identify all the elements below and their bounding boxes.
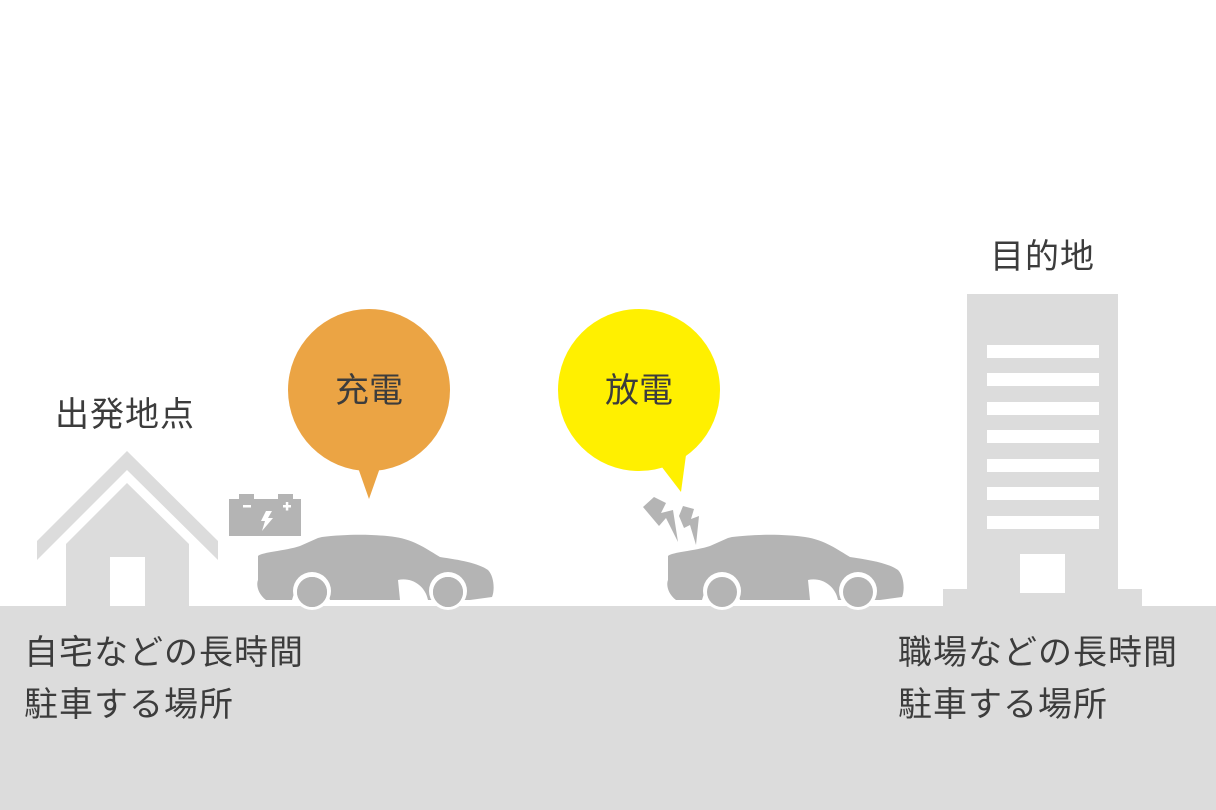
charge-label: 充電 bbox=[335, 371, 403, 411]
charge-bubble bbox=[288, 309, 450, 499]
lightning-icon bbox=[643, 497, 699, 545]
car-icon bbox=[257, 534, 494, 610]
building-door bbox=[1020, 554, 1065, 593]
origin-title: 出発地点 bbox=[55, 395, 195, 435]
destination-caption: 職場などの長時間 駐車する場所 bbox=[898, 627, 1178, 731]
discharge-label: 放電 bbox=[605, 371, 673, 411]
house-icon bbox=[37, 451, 218, 606]
destination-title: 目的地 bbox=[990, 237, 1095, 277]
origin-caption: 自宅などの長時間 駐車する場所 bbox=[24, 627, 304, 731]
origin-caption-line-1: 自宅などの長時間 bbox=[24, 633, 304, 673]
car-icon bbox=[667, 534, 904, 610]
destination-caption-line-1: 職場などの長時間 bbox=[898, 633, 1178, 673]
building-windows bbox=[987, 345, 1099, 529]
office-building-icon bbox=[943, 294, 1142, 606]
destination-caption-line-2: 駐車する場所 bbox=[898, 685, 1108, 725]
ground bbox=[0, 606, 1216, 810]
discharge-bubble bbox=[558, 309, 720, 492]
battery-icon bbox=[229, 494, 301, 536]
origin-caption-line-2: 駐車する場所 bbox=[24, 685, 234, 725]
